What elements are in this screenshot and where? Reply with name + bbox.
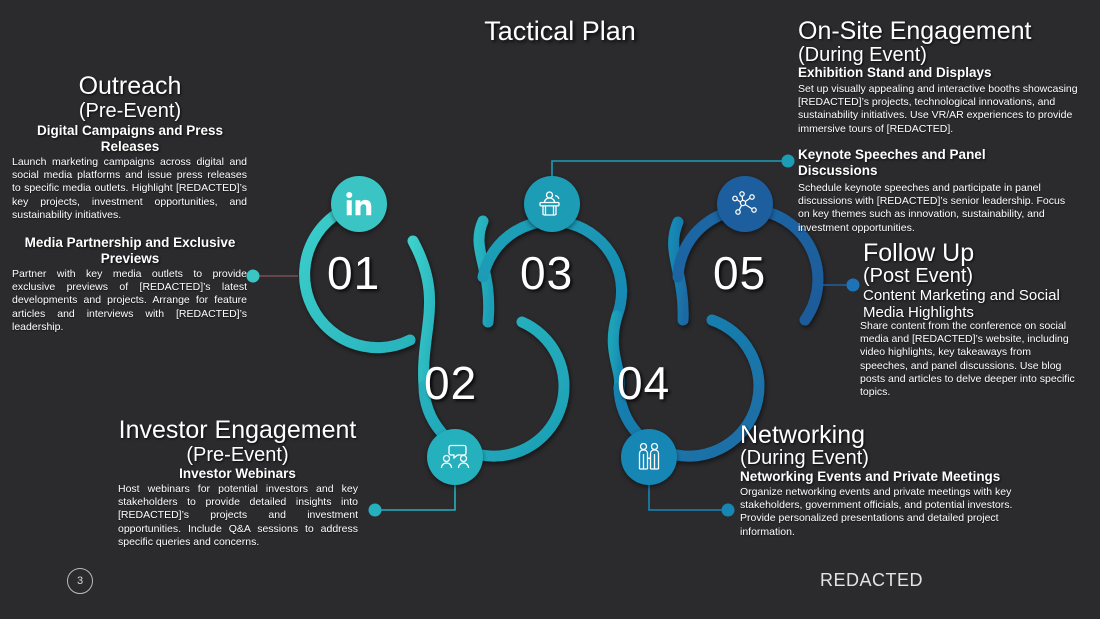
section-body-04a: Organize networking events and private m… xyxy=(740,486,1013,538)
step-heading-02: Investor Engagement xyxy=(118,416,357,444)
step-subheading-02: (Pre-Event) xyxy=(186,444,289,466)
step-number-02: 02 xyxy=(424,357,478,409)
section-title-03b: Keynote Speeches and Panel Discussions xyxy=(798,147,986,178)
step-number-05: 05 xyxy=(713,247,767,299)
step-number-01: 01 xyxy=(327,247,381,299)
step-node-01[interactable] xyxy=(331,176,387,232)
page-number-badge: 3 xyxy=(67,568,93,594)
step-subheading-04: (During Event) xyxy=(740,447,869,469)
section-body-02a: Host webinars for potential investors an… xyxy=(118,483,358,548)
connector-dot-02 xyxy=(368,503,382,517)
page-title: Tactical Plan xyxy=(484,16,636,46)
section-title-01a: Digital Campaigns and Press Releases xyxy=(36,123,224,154)
step-node-03[interactable] xyxy=(524,176,580,232)
step-heading-03: On-Site Engagement xyxy=(798,17,1032,45)
handshake-people-icon xyxy=(638,442,660,470)
section-body-05a: Share content from the conference on soc… xyxy=(860,320,1075,399)
step-subheading-05: (Post Event) xyxy=(863,265,974,287)
step-subheading-01: (Pre-Event) xyxy=(78,100,182,122)
podium-speaker-icon xyxy=(539,191,560,216)
step-node-05[interactable] xyxy=(717,176,773,232)
connector-dot-05 xyxy=(846,278,860,292)
section-title-01b: Media Partnership and Exclusive Previews xyxy=(24,235,236,266)
step-node-04[interactable] xyxy=(621,429,677,485)
connector-dot-04 xyxy=(721,503,735,517)
step-heading-01: Outreach xyxy=(78,72,182,100)
brand-label: REDACTED xyxy=(820,570,924,590)
step-heading-04: Networking xyxy=(740,421,866,449)
section-body-03b: Schedule keynote speeches and participat… xyxy=(798,182,1066,234)
connector-dot-01 xyxy=(246,269,260,283)
section-title-04a: Networking Events and Private Meetings xyxy=(740,469,1001,484)
section-body-01b: Partner with key media outlets to provid… xyxy=(12,268,247,333)
network-nodes-icon xyxy=(732,191,757,215)
step-node-02[interactable] xyxy=(427,429,483,485)
step-number-03: 03 xyxy=(520,247,574,299)
section-title-05a: Content Marketing and Social Media Highl… xyxy=(863,287,1060,322)
step-number-04: 04 xyxy=(617,357,671,409)
step-subheading-03: (During Event) xyxy=(798,44,927,66)
section-body-03a: Set up visually appealing and interactiv… xyxy=(798,83,1078,135)
linkedin-icon xyxy=(346,192,372,216)
connector-dot-03 xyxy=(781,154,795,168)
section-title-03a: Exhibition Stand and Displays xyxy=(798,65,992,80)
section-body-01a: Launch marketing campaigns across digita… xyxy=(12,156,247,221)
section-title-02a: Investor Webinars xyxy=(179,466,296,481)
step-heading-05: Follow Up xyxy=(863,239,975,267)
meeting-people-icon xyxy=(440,444,470,469)
